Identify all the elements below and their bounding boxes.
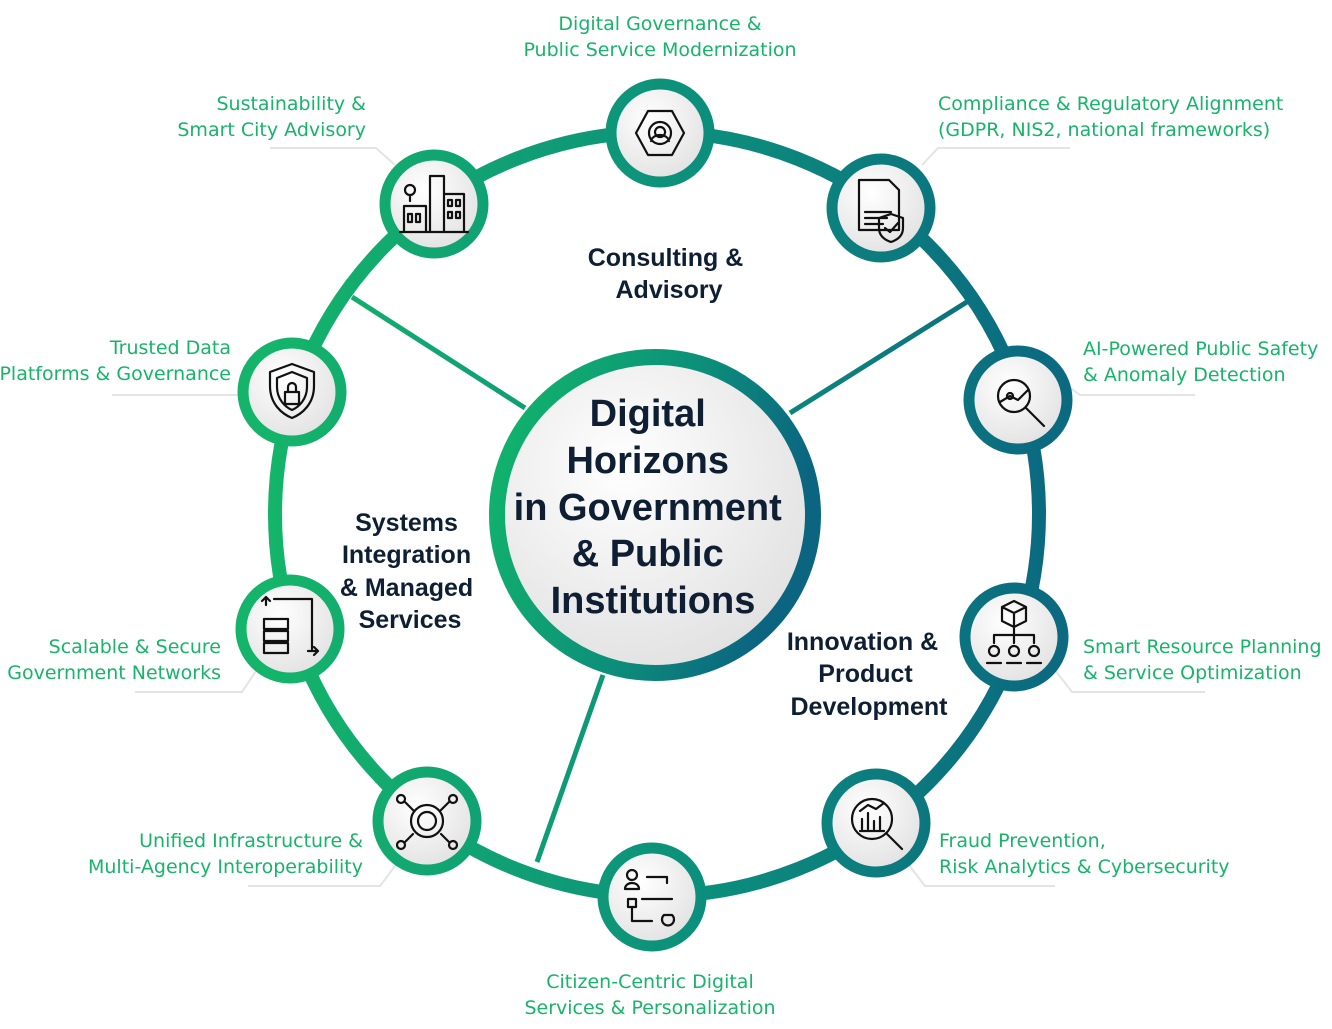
node-circle — [372, 766, 482, 876]
label-leader-line — [1054, 669, 1205, 693]
magnifier-chart-icon — [850, 797, 904, 851]
shield-lock-icon — [268, 362, 316, 420]
label-leader-line — [135, 664, 261, 693]
label-leader-line — [921, 147, 1070, 166]
node-label: Unified Infrastructure &Multi-Agency Int… — [88, 830, 363, 878]
service-node: Unified Infrastructure &Multi-Agency Int… — [88, 766, 482, 878]
service-node: Digital Governance &Public Service Moder… — [523, 13, 797, 188]
node-label: Digital Governance &Public Service Moder… — [523, 13, 796, 61]
center-hub — [489, 349, 821, 681]
node-label: Smart Resource Planning& Service Optimiz… — [1083, 636, 1322, 684]
node-label: Sustainability &Smart City Advisory — [177, 93, 366, 141]
section-consulting-advisory: Consulting & Advisory — [588, 244, 750, 304]
service-node: AI-Powered Public Safety& Anomaly Detect… — [963, 338, 1318, 455]
node-circle — [597, 842, 707, 952]
service-node: Sustainability &Smart City Advisory — [177, 93, 489, 259]
node-circle — [235, 574, 345, 684]
node-circle — [826, 153, 936, 263]
node-circle — [379, 149, 489, 259]
node-circle — [821, 768, 931, 878]
magnifier-anomaly-icon — [996, 378, 1046, 428]
network-people-icon — [634, 109, 686, 157]
label-leader-line — [248, 861, 399, 887]
gear-network-icon — [395, 793, 459, 851]
node-label: AI-Powered Public Safety& Anomaly Detect… — [1083, 338, 1318, 386]
divider-line — [350, 294, 527, 411]
divider-line — [788, 297, 972, 416]
service-node: Compliance & Regulatory Alignment(GDPR, … — [826, 93, 1283, 263]
server-network-icon — [260, 595, 320, 657]
label-leader-line — [270, 147, 396, 166]
node-circle — [605, 78, 715, 188]
node-label: Fraud Prevention,Risk Analytics & Cybers… — [939, 830, 1230, 878]
leader-lines — [112, 147, 1205, 887]
service-node: Smart Resource Planning& Service Optimiz… — [959, 582, 1322, 692]
user-workflow-icon — [623, 868, 676, 927]
gdpr-document-shield-icon — [857, 178, 905, 244]
center-title: Digital Horizons in Government & Public … — [514, 393, 793, 622]
node-label: Compliance & Regulatory Alignment(GDPR, … — [938, 93, 1283, 141]
service-node: Fraud Prevention,Risk Analytics & Cybers… — [821, 768, 1230, 878]
box-distribution-icon — [985, 599, 1043, 665]
label-leader-line — [904, 859, 1055, 887]
smart-city-icon — [398, 174, 470, 234]
section-innovation-product: Innovation & Product Development — [787, 628, 948, 721]
section-systems-integration: Systems Integration & Managed Services — [340, 509, 480, 634]
divider-line — [534, 674, 606, 863]
